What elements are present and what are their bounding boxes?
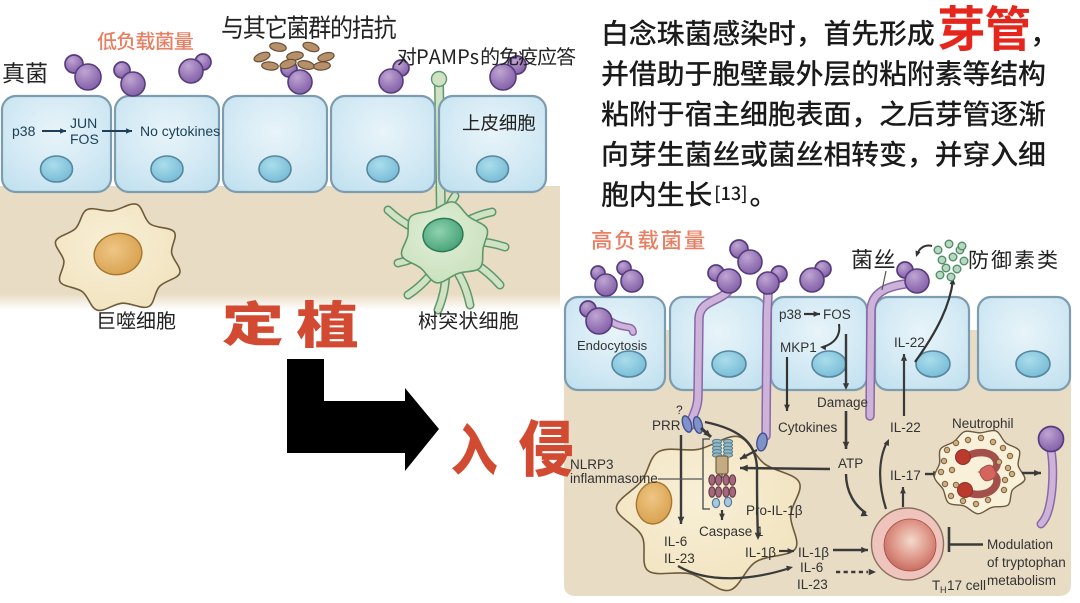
svg-text:p38: p38	[12, 123, 36, 139]
svg-text:MKP1: MKP1	[780, 340, 817, 355]
svg-text:IL-6: IL-6	[664, 534, 687, 549]
svg-text:JUN: JUN	[70, 115, 97, 131]
svg-text:p38: p38	[779, 307, 802, 322]
svg-text:Neutrophil: Neutrophil	[952, 416, 1014, 431]
svg-text:Caspase 1: Caspase 1	[699, 524, 764, 539]
svg-text:FOS: FOS	[70, 131, 99, 147]
svg-text:IL-23: IL-23	[664, 551, 695, 566]
svg-text:17 cell: 17 cell	[947, 578, 986, 593]
svg-text:Endocytosis: Endocytosis	[577, 338, 648, 353]
svg-text:Cytokines: Cytokines	[778, 420, 838, 435]
svg-text:IL-23: IL-23	[797, 577, 828, 592]
svg-text:IL-22: IL-22	[890, 420, 921, 435]
svg-text:of tryptophan: of tryptophan	[987, 555, 1066, 570]
svg-text:PRR: PRR	[652, 418, 681, 433]
svg-text:FOS: FOS	[823, 307, 851, 322]
svg-text:T: T	[932, 578, 940, 593]
svg-text:H: H	[940, 585, 947, 595]
svg-text:IL-22: IL-22	[894, 335, 925, 350]
svg-text:?: ?	[676, 403, 683, 417]
svg-text:Pro-IL-1β: Pro-IL-1β	[746, 503, 803, 518]
svg-text:No cytokines: No cytokines	[140, 123, 220, 139]
svg-text:ATP: ATP	[838, 456, 863, 471]
svg-text:IL-1β: IL-1β	[798, 545, 829, 560]
svg-text:IL-17: IL-17	[890, 468, 921, 483]
svg-text:inflammasome: inflammasome	[570, 471, 658, 486]
svg-text:Modulation: Modulation	[987, 537, 1053, 552]
svg-text:IL-6: IL-6	[800, 560, 823, 575]
svg-text:IL-1β: IL-1β	[745, 545, 776, 560]
svg-text:Damage: Damage	[817, 395, 868, 410]
svg-text:metabolism: metabolism	[987, 573, 1056, 588]
svg-text:NLRP3: NLRP3	[570, 457, 614, 472]
